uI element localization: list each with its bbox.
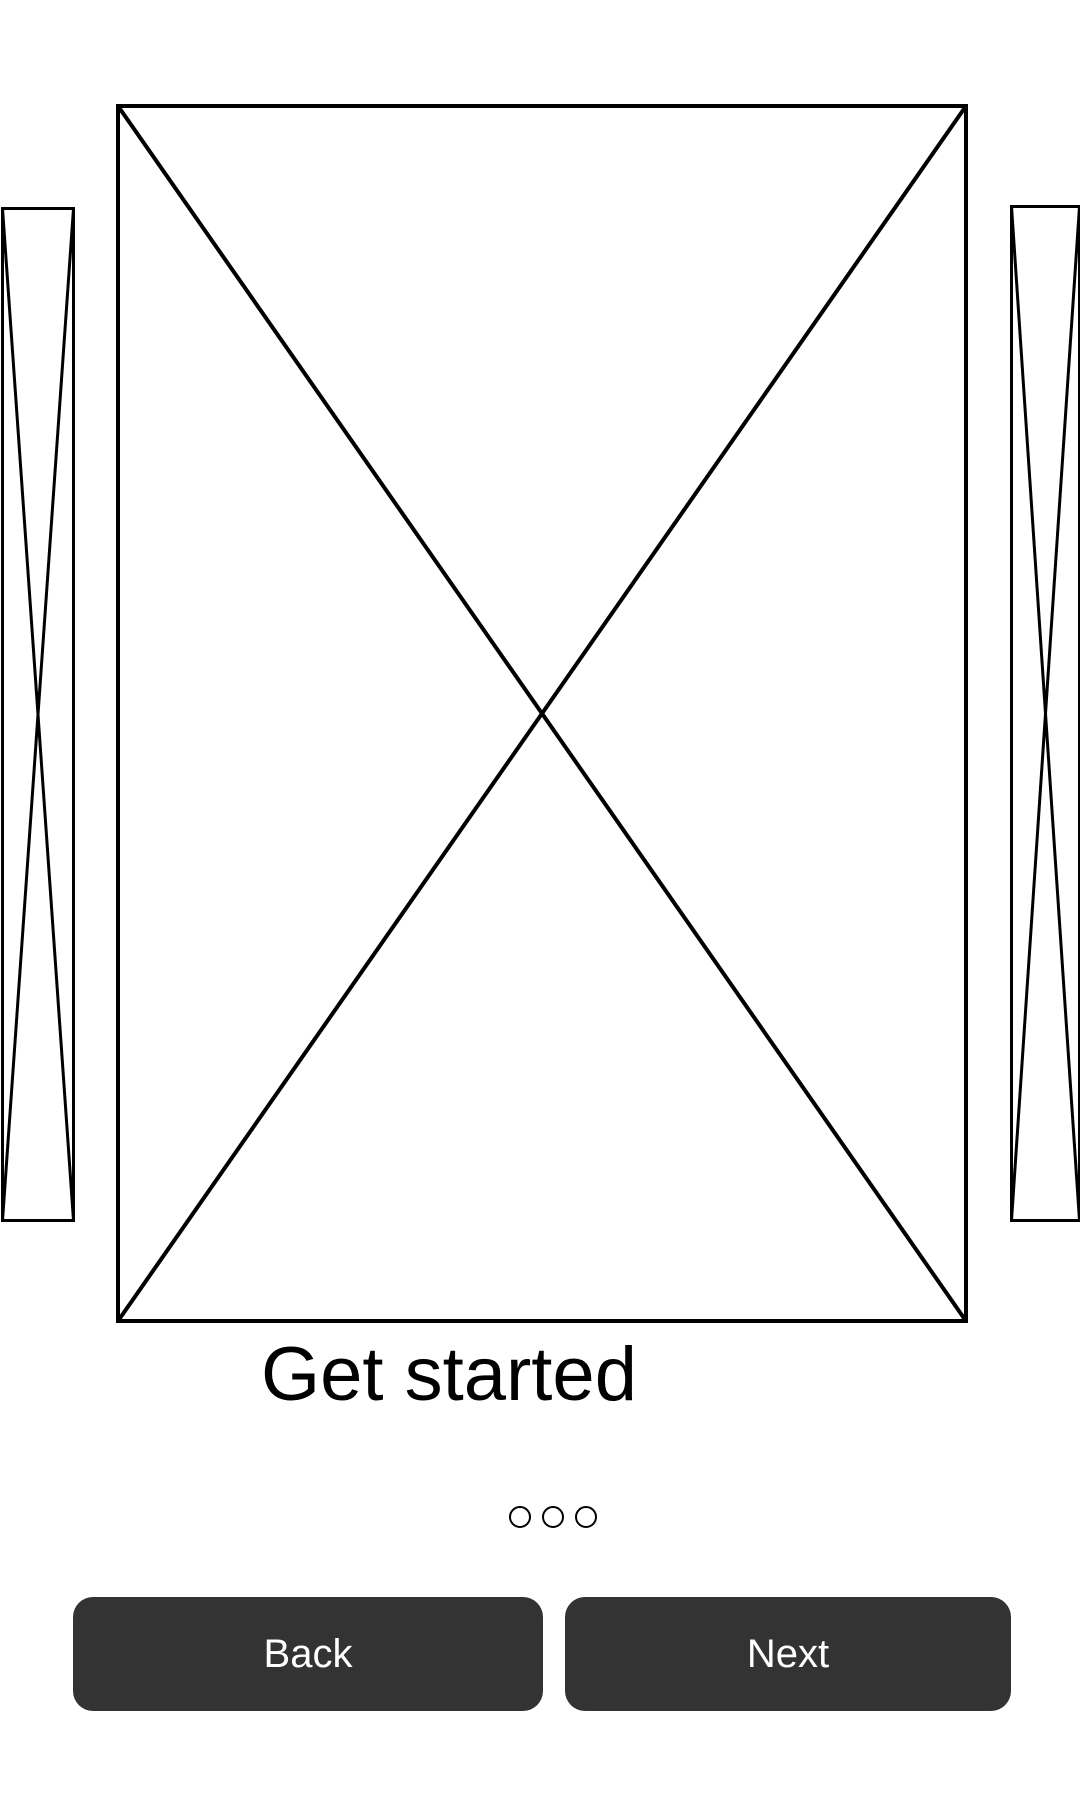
page-indicator-dot[interactable]: [575, 1506, 597, 1528]
main-slide-image-placeholder[interactable]: [116, 104, 968, 1323]
next-button[interactable]: Next: [565, 1597, 1011, 1711]
next-slide-image-placeholder[interactable]: [1010, 205, 1080, 1222]
page-indicator-dot[interactable]: [509, 1506, 531, 1528]
page-title: Get started: [261, 1332, 637, 1417]
previous-slide-image-placeholder[interactable]: [1, 207, 75, 1222]
page-indicator: [509, 1506, 597, 1532]
back-button[interactable]: Back: [73, 1597, 543, 1711]
page-indicator-dot[interactable]: [542, 1506, 564, 1528]
